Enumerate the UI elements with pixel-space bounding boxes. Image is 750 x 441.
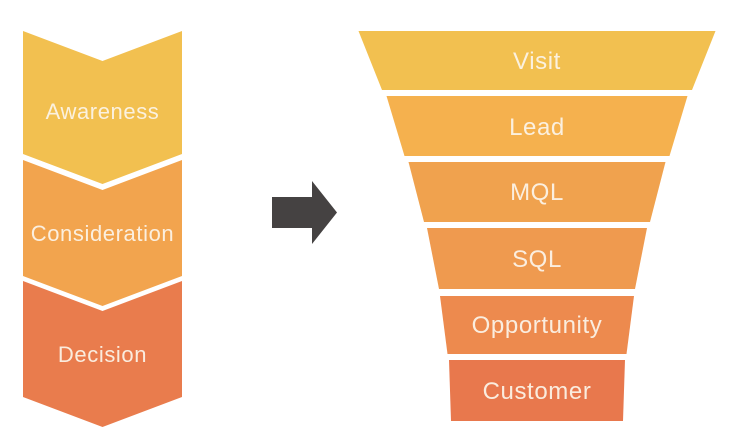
- funnel-label-opportunity: Opportunity: [472, 312, 603, 339]
- funnel-segment-mql: MQL: [408, 162, 666, 222]
- stage-chevron-consideration: Consideration: [23, 160, 182, 306]
- funnel-shape-opportunity: [440, 296, 634, 354]
- funnel-shape-lead: [386, 96, 688, 156]
- stage-label-consideration: Consideration: [31, 221, 175, 246]
- funnel-segment-customer: Customer: [449, 360, 625, 421]
- chevron-shape-consideration: [23, 160, 182, 306]
- funnel-shape-visit: [358, 31, 716, 90]
- stage-chevron-awareness: Awareness: [23, 31, 182, 184]
- funnel-label-sql: SQL: [512, 246, 562, 273]
- funnel-label-mql: MQL: [510, 179, 564, 206]
- funnel-segment-visit: Visit: [358, 31, 716, 90]
- funnel-label-customer: Customer: [483, 378, 592, 405]
- stage-label-awareness: Awareness: [46, 99, 160, 124]
- right-arrow-icon: [272, 181, 337, 244]
- chevron-shape-awareness: [23, 31, 182, 184]
- funnel-segment-sql: SQL: [427, 228, 647, 289]
- chevron-shape-decision: [23, 281, 182, 427]
- funnel-shape-mql: [408, 162, 666, 222]
- stage-chevron-decision: Decision: [23, 281, 182, 427]
- funnel-segment-opportunity: Opportunity: [440, 296, 634, 354]
- funnel-segment-lead: Lead: [386, 96, 688, 156]
- funnel-label-lead: Lead: [509, 114, 565, 141]
- funnel-shape-customer: [449, 360, 625, 421]
- funnel-shape-sql: [427, 228, 647, 289]
- stage-label-decision: Decision: [58, 342, 147, 367]
- funnel-label-visit: Visit: [513, 48, 561, 75]
